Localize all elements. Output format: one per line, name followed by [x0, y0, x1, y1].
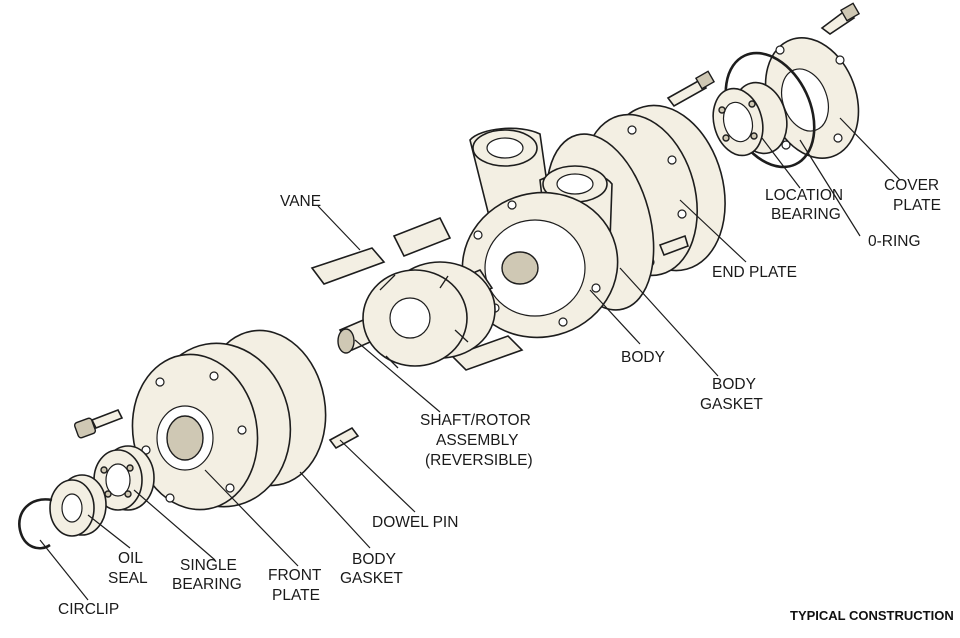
- label-body-gasket-bottom-2: GASKET: [340, 570, 403, 587]
- leader-lines: [39, 117, 901, 601]
- pump-body: [461, 127, 619, 339]
- label-oil-seal-1: OIL: [118, 550, 143, 567]
- labels: VANE COVER PLATE LOCATION BEARING 0-RING…: [58, 177, 954, 623]
- oil-seal: [49, 474, 107, 537]
- label-shaft-rotor-1: SHAFT/ROTOR: [420, 412, 531, 429]
- label-location-bearing-1: LOCATION: [765, 187, 843, 204]
- label-cover-plate-2: PLATE: [893, 197, 941, 214]
- label-front-plate-1: FRONT: [268, 567, 322, 584]
- circlip: [18, 498, 53, 550]
- front-plate: [131, 342, 292, 511]
- label-front-plate-2: PLATE: [272, 587, 320, 604]
- diagram-caption: TYPICAL CONSTRUCTION: [790, 608, 954, 623]
- shaft-rotor-assembly: [337, 261, 496, 369]
- label-single-bearing-1: SINGLE: [180, 557, 237, 574]
- label-body-gasket-bottom-1: BODY: [352, 551, 396, 568]
- cover-bolt: [820, 2, 861, 35]
- label-vane: VANE: [280, 193, 321, 210]
- label-shaft-rotor-2: ASSEMBLY: [436, 432, 518, 449]
- location-bearing: [712, 81, 788, 157]
- dowel-pin: [328, 426, 360, 450]
- label-location-bearing-2: BEARING: [771, 206, 841, 223]
- label-body-gasket-top-1: BODY: [712, 376, 756, 393]
- single-bearing: [93, 445, 155, 511]
- vanes: [310, 216, 524, 371]
- label-single-bearing-2: BEARING: [172, 576, 242, 593]
- label-cover-plate-1: COVER: [884, 177, 939, 194]
- label-body: BODY: [621, 349, 665, 366]
- label-o-ring: 0-RING: [868, 233, 921, 250]
- front-bolt: [73, 408, 124, 439]
- label-dowel-pin: DOWEL PIN: [372, 514, 458, 531]
- label-end-plate: END PLATE: [712, 264, 797, 281]
- label-body-gasket-top-2: GASKET: [700, 396, 763, 413]
- label-oil-seal-2: SEAL: [108, 570, 148, 587]
- end-plate-bolt: [666, 70, 716, 108]
- label-shaft-rotor-3: (REVERSIBLE): [425, 452, 533, 469]
- label-circlip: CIRCLIP: [58, 601, 119, 618]
